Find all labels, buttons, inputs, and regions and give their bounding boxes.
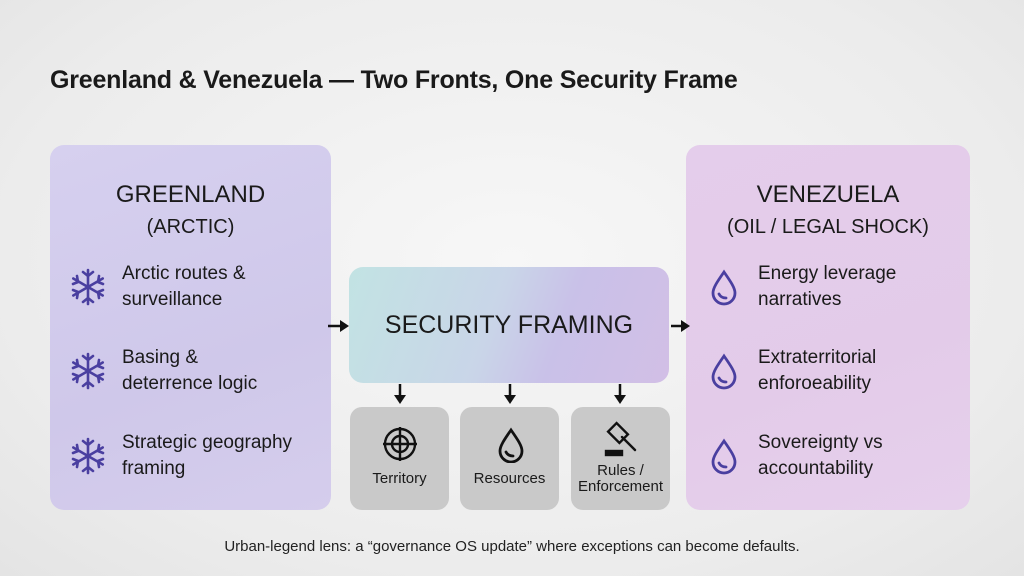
arrow-down-icon — [614, 384, 626, 404]
territory-label: Territory — [372, 470, 427, 487]
caption: Urban-legend lens: a “governance OS upda… — [224, 538, 800, 555]
drop-icon — [704, 436, 744, 476]
list-item: Energy leverage narratives — [704, 261, 896, 313]
item-text: Extraterritorial — [758, 347, 877, 368]
panel-heading: VENEZUELA — [756, 181, 900, 208]
rules-label: Rules /Enforcement — [571, 463, 670, 495]
item-text: surveillance — [122, 289, 223, 310]
arrow-down-icon — [504, 384, 516, 404]
list-item: Basing & deterrence logic — [68, 345, 257, 397]
arrow-right-icon — [328, 320, 349, 332]
resources-box: Resources — [460, 407, 559, 510]
center-label: SECURITY FRAMING — [384, 310, 634, 339]
panel-subheading: (OIL / LEGAL SHOCK) — [727, 216, 929, 238]
target-icon — [350, 425, 449, 463]
item-text: Strategic geography — [122, 432, 293, 453]
drop-icon — [460, 425, 559, 463]
list-item: Sovereignty vs accountability — [704, 430, 883, 482]
list-item: Arctic routes & surveillance — [68, 261, 246, 313]
security-framing-box: SECURITY FRAMING — [349, 267, 669, 383]
arrow-down-icon — [394, 384, 406, 404]
list-item: Strategic geography framing — [68, 430, 292, 482]
item-text: deterrence logic — [122, 373, 258, 394]
item-text: Energy leverage — [758, 263, 897, 284]
resources-label: Resources — [473, 470, 546, 487]
gavel-icon — [571, 419, 670, 459]
list-item: Extraterritorial enforoeability — [704, 345, 876, 397]
item-text: Sovereignty vs — [758, 432, 883, 453]
page-title: Greenland & Venezuela — Two Fronts, One … — [50, 66, 738, 94]
drop-icon — [704, 351, 744, 391]
panel-subheading: (ARCTIC) — [146, 216, 235, 238]
item-text: narratives — [758, 289, 842, 310]
snowflake-icon — [68, 436, 108, 476]
item-text: Arctic routes & — [122, 263, 246, 284]
venezuela-panel: VENEZUELA (OIL / LEGAL SHOCK) Energy leve… — [686, 145, 970, 510]
item-text: framing — [122, 458, 186, 479]
snowflake-icon — [68, 267, 108, 307]
rules-box: Rules /Enforcement — [571, 407, 670, 510]
greenland-panel: GREENLAND (ARCTIC) Arctic routes & surveil… — [50, 145, 331, 510]
item-text: enforoeability — [758, 373, 872, 394]
item-text: accountability — [758, 458, 874, 479]
panel-heading: GREENLAND — [115, 181, 266, 208]
rules-label-line: Rules / — [597, 462, 644, 479]
arrow-right-icon — [671, 320, 690, 332]
territory-box: Territory — [350, 407, 449, 510]
snowflake-icon — [68, 351, 108, 391]
item-text: Basing & — [122, 347, 199, 368]
drop-icon — [704, 267, 744, 307]
rules-label-line: Enforcement — [577, 478, 664, 495]
